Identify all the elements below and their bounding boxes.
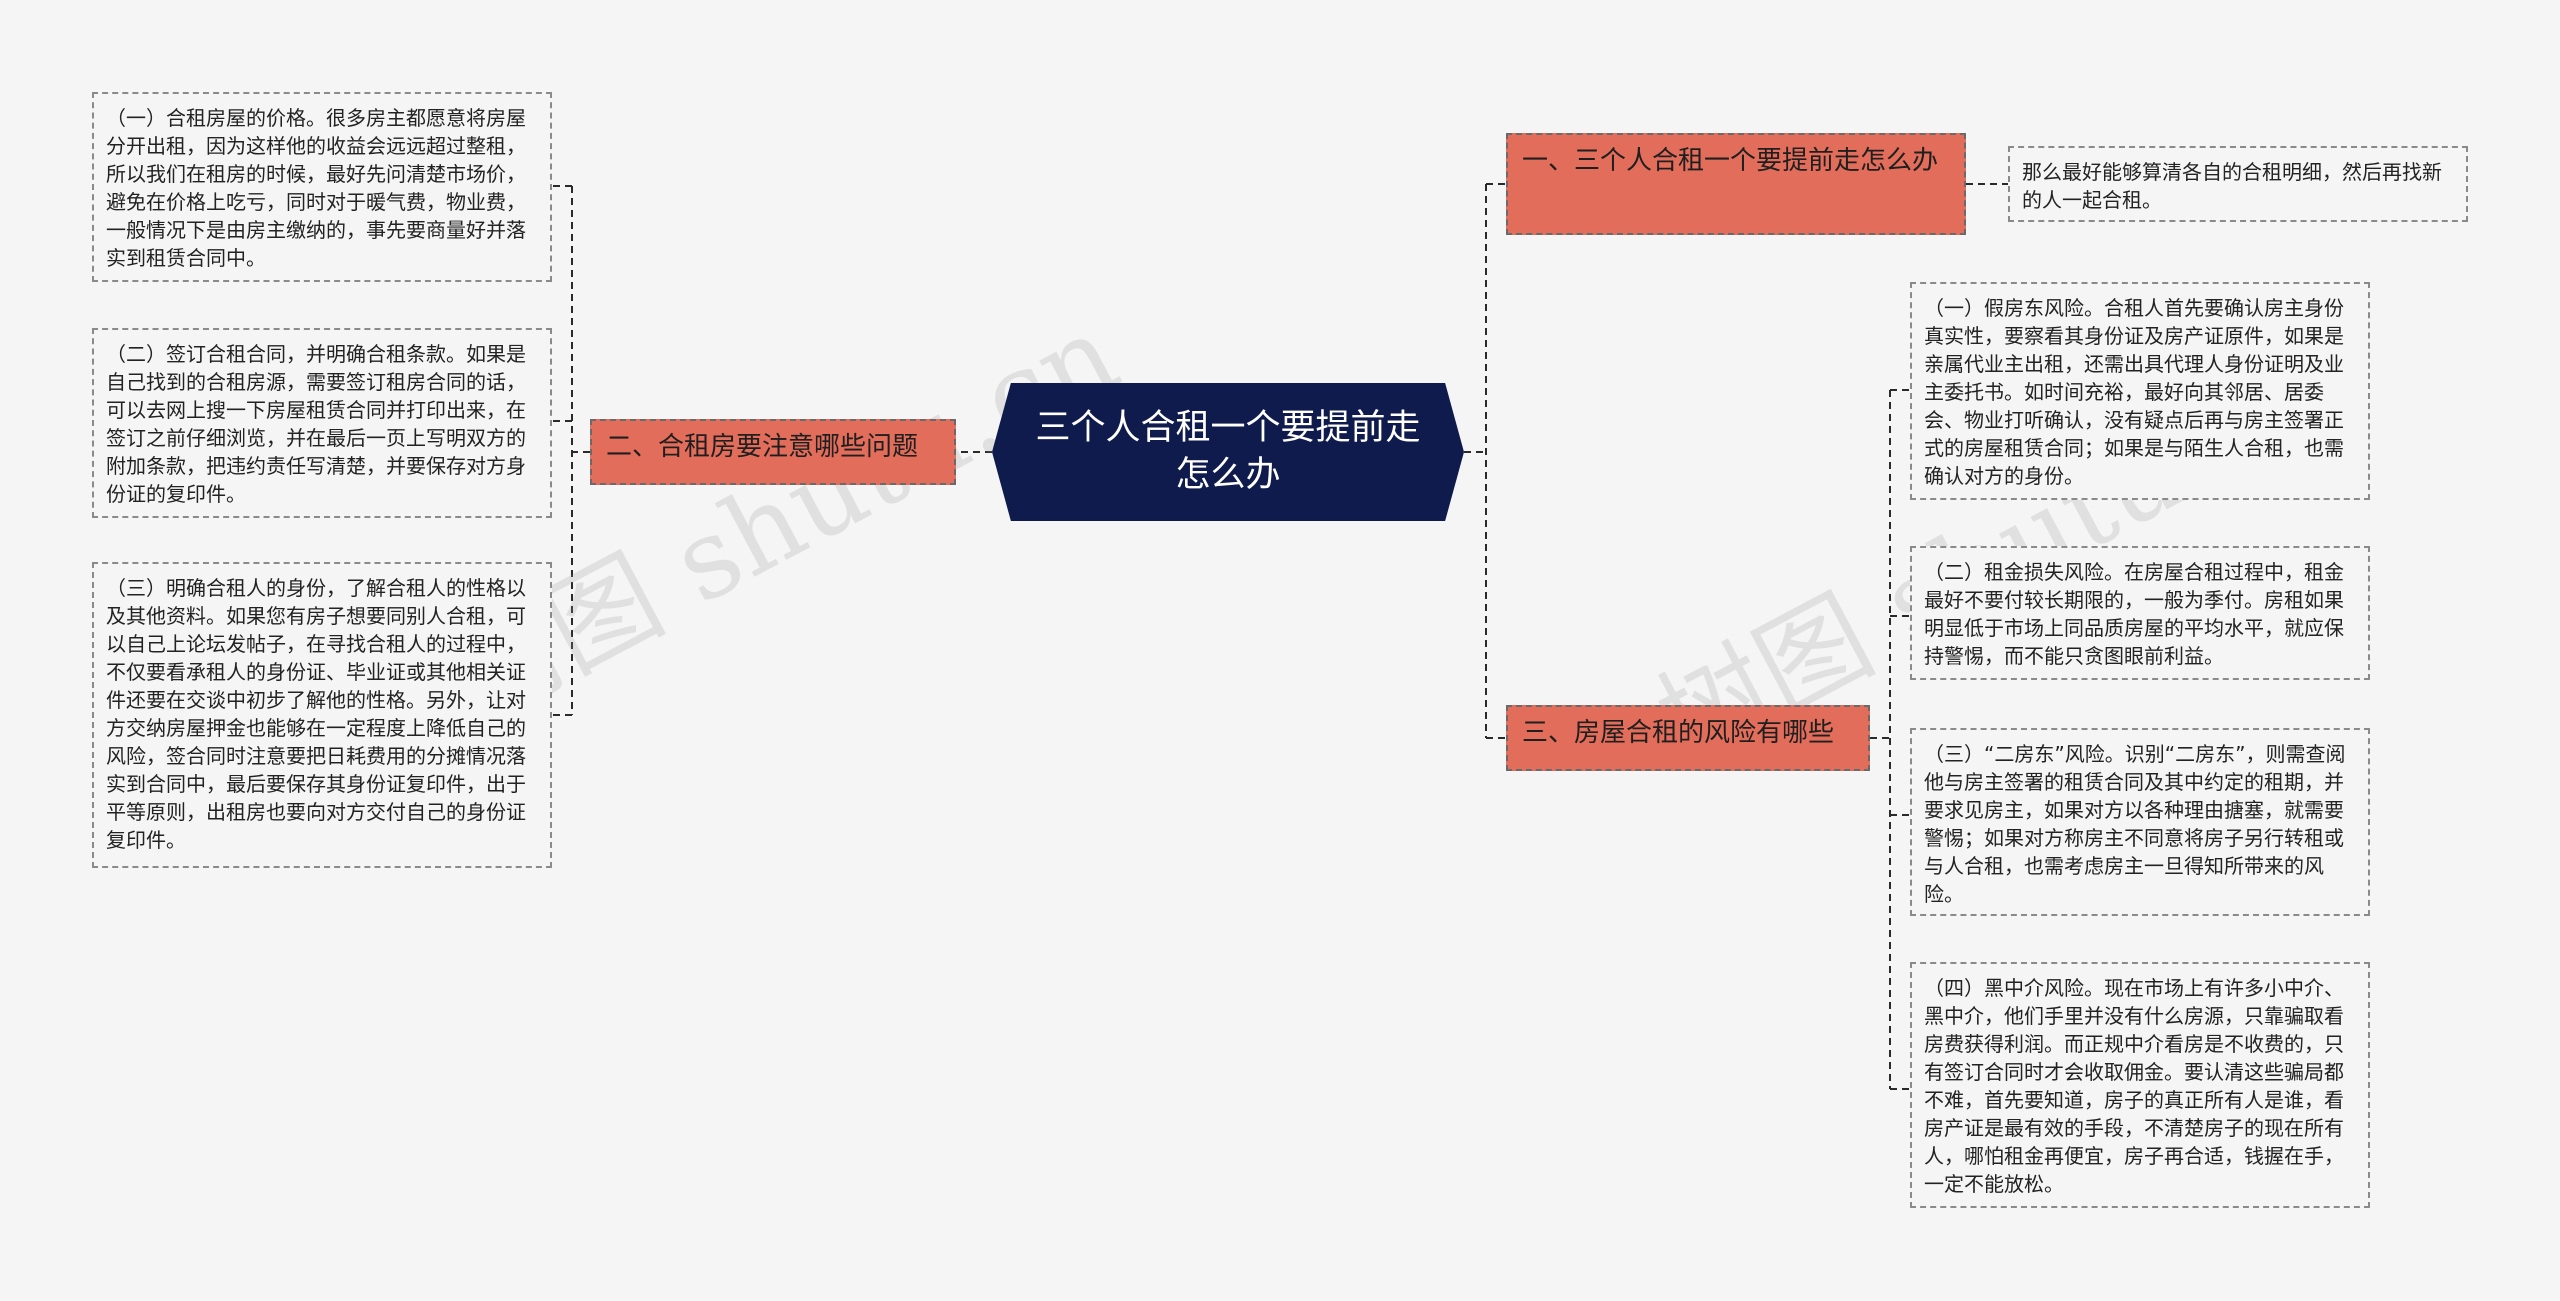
leaf-3-3-text: （三）“二房东”风险。识别“二房东”，则需查阅他与房主签署的租赁合同及其中约定的… [1924, 742, 2346, 906]
leaf-2-1-text: （一）合租房屋的价格。很多房主都愿意将房屋分开出租，因为这样他的收益会远远超过整… [106, 106, 526, 270]
leaf-3-1-text: （一）假房东风险。合租人首先要确认房主身份真实性，要察看其身份证及房产证原件，如… [1924, 296, 2344, 488]
leaf-2-1[interactable]: （一）合租房屋的价格。很多房主都愿意将房屋分开出租，因为这样他的收益会远远超过整… [92, 92, 552, 282]
leaf-1-1-text: 那么最好能够算清各自的合租明细，然后再找新的人一起合租。 [2022, 160, 2442, 212]
leaf-2-2[interactable]: （二）签订合租合同，并明确合租条款。如果是自己找到的合租房源，需要签订租房合同的… [92, 328, 552, 518]
branch-topic-3-label: 三、房屋合租的风险有哪些 [1522, 718, 1835, 748]
leaf-2-3-text: （三）明确合租人的身份，了解合租人的性格以及其他资料。如果您有房子想要同别人合租… [106, 576, 526, 852]
leaf-3-1[interactable]: （一）假房东风险。合租人首先要确认房主身份真实性，要察看其身份证及房产证原件，如… [1910, 282, 2370, 500]
root-topic-label: 三个人合租一个要提前走怎么办 [1035, 408, 1421, 495]
leaf-3-3[interactable]: （三）“二房东”风险。识别“二房东”，则需查阅他与房主签署的租赁合同及其中约定的… [1910, 728, 2370, 916]
branch-topic-2[interactable]: 二、合租房要注意哪些问题 [590, 419, 956, 485]
leaf-3-2-text: （二）租金损失风险。在房屋合租过程中，租金最好不要付较长期限的，一般为季付。房租… [1924, 560, 2344, 668]
branch-topic-2-label: 二、合租房要注意哪些问题 [606, 432, 919, 462]
leaf-2-2-text: （二）签订合租合同，并明确合租条款。如果是自己找到的合租房源，需要签订租房合同的… [106, 342, 526, 506]
branch-topic-1-label: 一、三个人合租一个要提前走怎么办 [1522, 146, 1939, 176]
branch-topic-1[interactable]: 一、三个人合租一个要提前走怎么办 [1506, 133, 1966, 235]
branch-topic-3[interactable]: 三、房屋合租的风险有哪些 [1506, 705, 1870, 771]
leaf-1-1[interactable]: 那么最好能够算清各自的合租明细，然后再找新的人一起合租。 [2008, 146, 2468, 222]
leaf-2-3[interactable]: （三）明确合租人的身份，了解合租人的性格以及其他资料。如果您有房子想要同别人合租… [92, 562, 552, 868]
root-topic[interactable]: 三个人合租一个要提前走怎么办 [992, 383, 1464, 521]
leaf-3-4-text: （四）黑中介风险。现在市场上有许多小中介、黑中介，他们手里并没有什么房源，只靠骗… [1924, 976, 2344, 1196]
leaf-3-2[interactable]: （二）租金损失风险。在房屋合租过程中，租金最好不要付较长期限的，一般为季付。房租… [1910, 546, 2370, 680]
leaf-3-4[interactable]: （四）黑中介风险。现在市场上有许多小中介、黑中介，他们手里并没有什么房源，只靠骗… [1910, 962, 2370, 1208]
